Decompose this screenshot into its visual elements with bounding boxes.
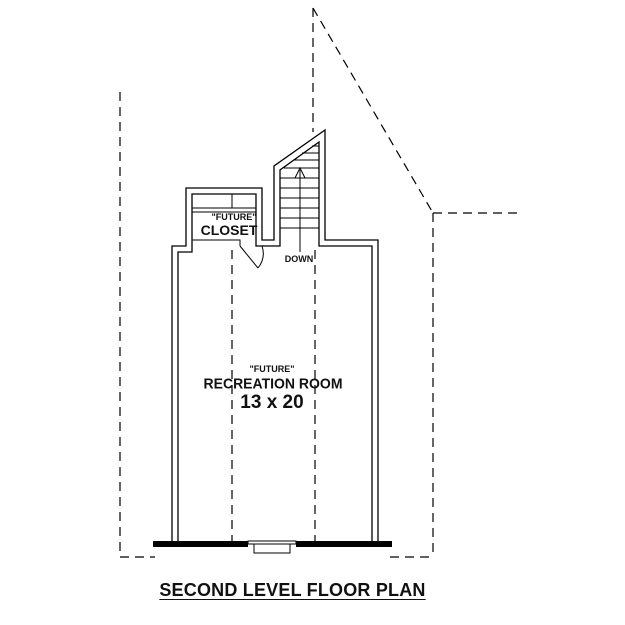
recreation-room-label: RECREATION ROOM — [203, 374, 343, 392]
closet-door-swing — [239, 245, 264, 269]
bottom-wall — [153, 540, 392, 554]
closet-label: CLOSET — [200, 222, 258, 238]
exterior-walls — [171, 128, 379, 545]
stair-down-label: DOWN — [284, 254, 314, 264]
roof-outline-dashed — [119, 7, 520, 558]
recreation-room-dimensions: 13 x 20 — [240, 392, 304, 413]
knee-wall-dashed — [231, 250, 316, 545]
recreation-room-qualifier: "FUTURE" — [249, 364, 295, 374]
plan-title: SECOND LEVEL FLOOR PLAN — [159, 580, 426, 600]
closet-qualifier: "FUTURE" — [211, 212, 257, 222]
stair-down-arrow — [294, 166, 306, 252]
closet-details — [192, 194, 256, 246]
